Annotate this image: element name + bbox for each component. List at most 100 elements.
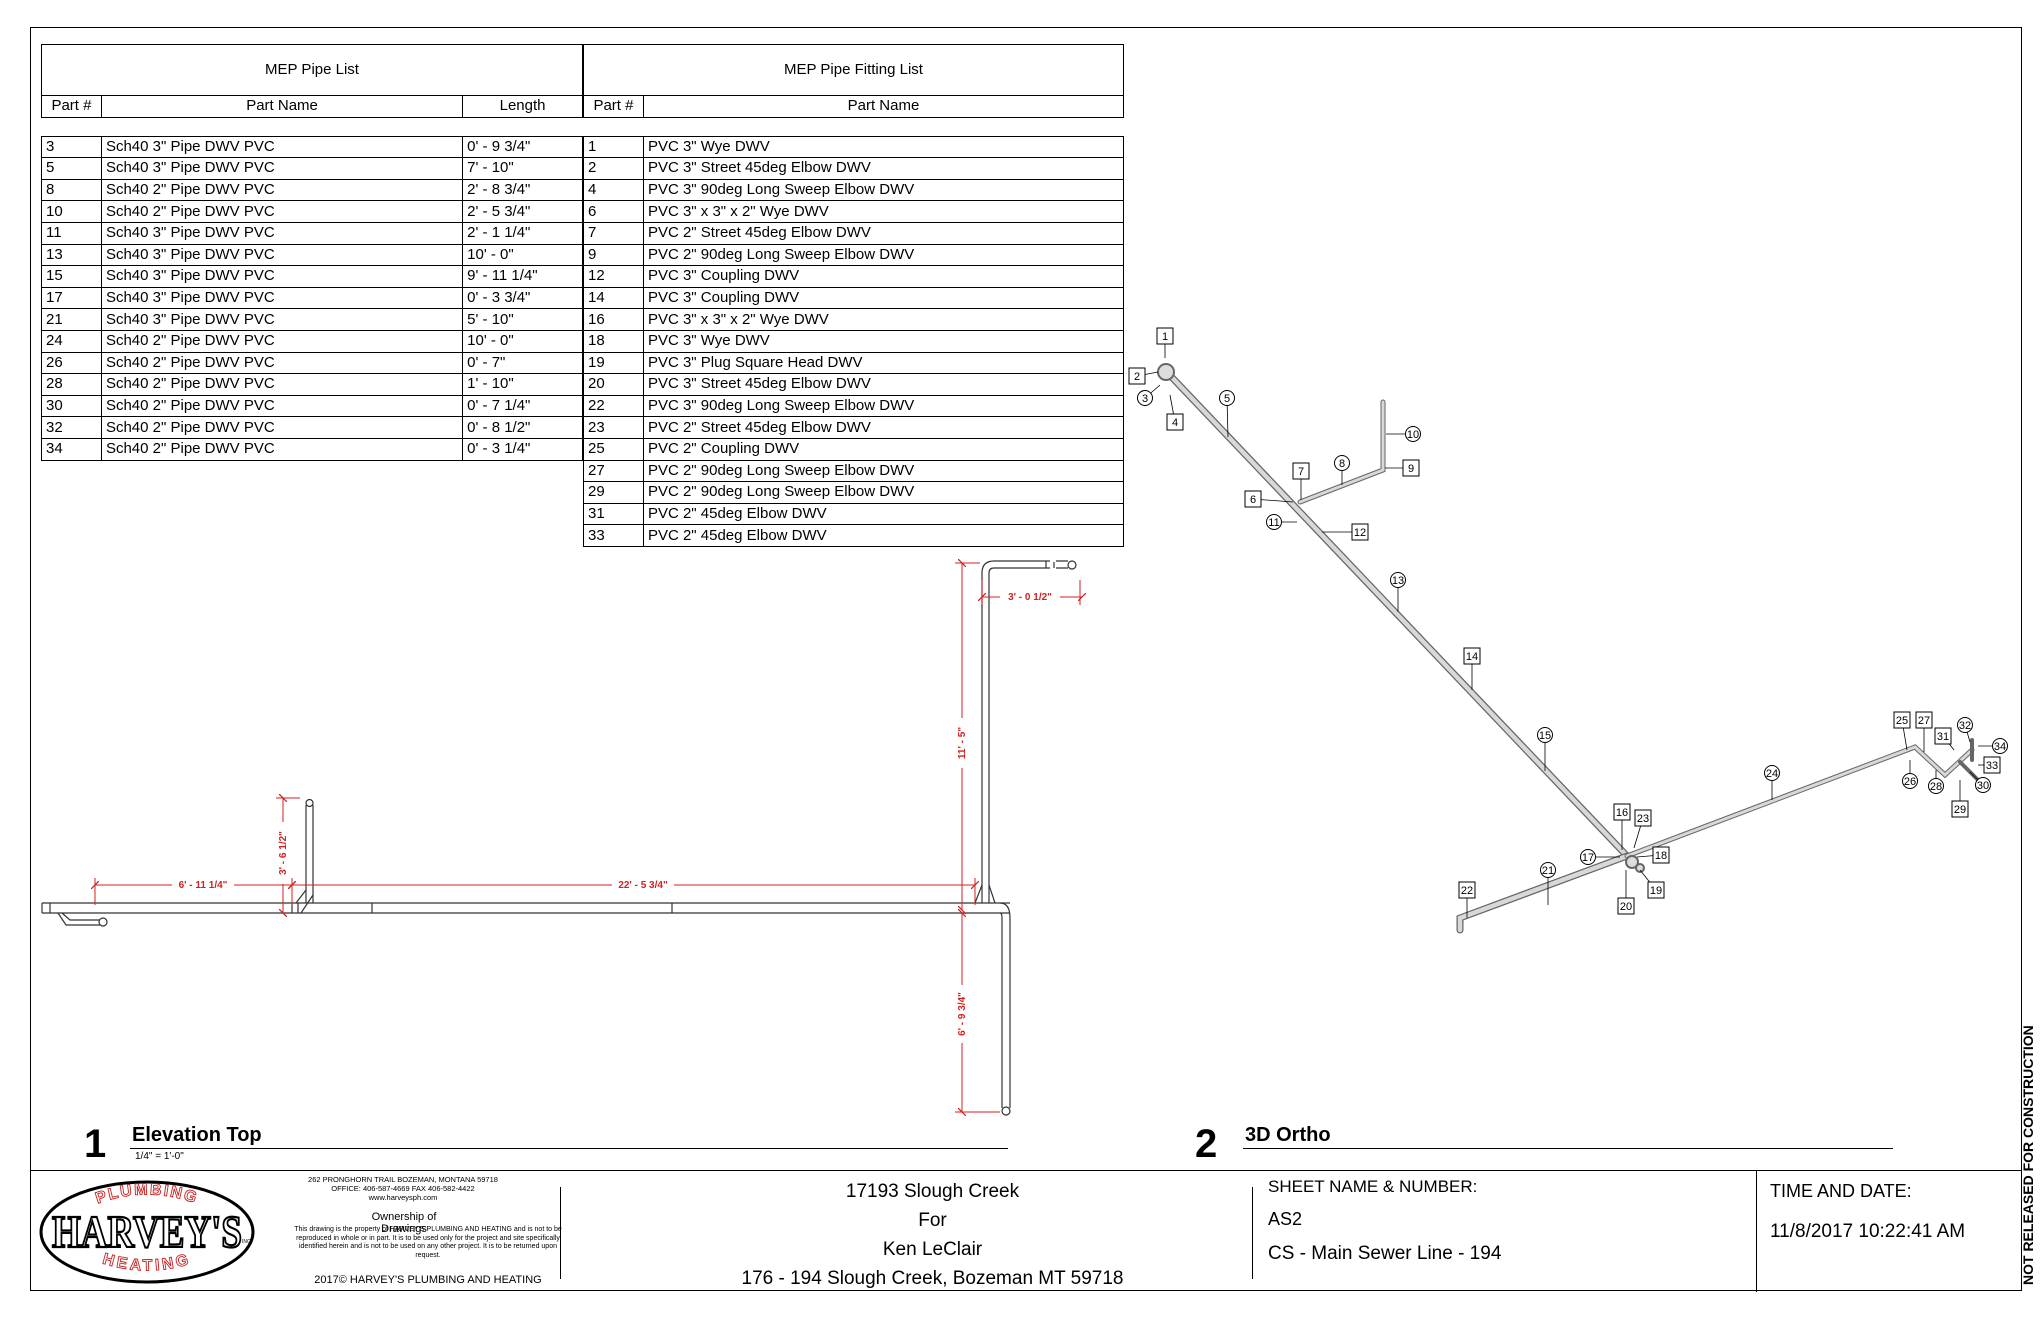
dim-6ft-9-three-quarter: 6' - 9 3/4" — [957, 992, 968, 1036]
part-tag-number: 13 — [1392, 575, 1404, 587]
table-cell: Sch40 3" Pipe DWV PVC — [100, 286, 464, 310]
dim-6ft-11-quarter: 6' - 11 1/4" — [179, 880, 228, 891]
table-cell: PVC 3" x 3" x 2" Wye DWV — [642, 200, 1125, 223]
part-tag-number: 34 — [1994, 741, 2006, 753]
mep-pipe-fitting-list-table: MEP Pipe Fitting List Part # Part Name 1… — [583, 44, 1125, 547]
table-cell: 7 — [583, 221, 644, 245]
svg-text:INC.: INC. — [242, 1239, 252, 1245]
company-address: 262 PRONGHORN TRAIL BOZEMAN, MONTANA 597… — [308, 1175, 498, 1184]
elevation-pipes — [41, 560, 1077, 1116]
part-tag-circle — [1219, 390, 1235, 406]
part-tag-circle — [1405, 426, 1421, 442]
part-tag-number: 7 — [1298, 466, 1304, 478]
part-tag-number: 23 — [1637, 813, 1649, 825]
part-tag-square — [1463, 647, 1481, 665]
table-cell: PVC 3" 90deg Long Sweep Elbow DWV — [642, 394, 1125, 418]
part-tag-number: 16 — [1616, 807, 1628, 819]
ownership-text: This drawing is the property of HARVEY'S… — [294, 1226, 562, 1259]
part-tag-square — [1166, 413, 1184, 431]
svg-text:HARVEY'S: HARVEY'S — [52, 1206, 242, 1257]
part-tag-square — [1156, 327, 1174, 345]
part-tag-circle — [1537, 727, 1553, 743]
title-block-divider-2 — [1252, 1187, 1253, 1279]
part-tag-number: 4 — [1172, 417, 1178, 429]
dim-3ft-0-half: 3' - 0 1/2" — [1008, 592, 1052, 603]
table-cell: 5' - 10" — [462, 308, 583, 331]
table-cell: Sch40 3" Pipe DWV PVC — [100, 221, 464, 245]
table-cell: Sch40 2" Pipe DWV PVC — [100, 416, 464, 439]
table-cell: PVC 3" 90deg Long Sweep Elbow DWV — [642, 178, 1125, 202]
part-tag-square — [1458, 881, 1476, 899]
table-cell: PVC 2" 45deg Elbow DWV — [642, 524, 1125, 547]
part-tag-circle — [1764, 765, 1780, 781]
harveys-logo: PLUMBING HARVEY'S INC. HEATING — [39, 1180, 255, 1284]
table-cell: Sch40 3" Pipe DWV PVC — [100, 243, 464, 267]
company-website: www.harveysph.com — [368, 1193, 438, 1202]
part-tag-circle — [1928, 778, 1944, 794]
title-block-divider-3 — [1756, 1171, 1757, 1292]
part-tag-number: 6 — [1250, 494, 1256, 506]
part-tag-circle — [1390, 572, 1406, 588]
sheet-name-label: SHEET NAME & NUMBER: — [1268, 1177, 1478, 1196]
fitting-list-title: MEP Pipe Fitting List — [583, 44, 1124, 96]
project-name: 17193 Slough Creek — [845, 1181, 1020, 1202]
table-cell: 10 — [41, 200, 102, 223]
table-cell: 31 — [583, 502, 644, 526]
part-tag-number: 28 — [1930, 781, 1942, 793]
time-date-value: 11/8/2017 10:22:41 AM — [1770, 1221, 1966, 1242]
table-cell: Sch40 3" Pipe DWV PVC — [100, 265, 464, 288]
table-cell: Sch40 2" Pipe DWV PVC — [100, 200, 464, 223]
part-tag-number: 22 — [1461, 885, 1473, 897]
table-cell: PVC 2" Street 45deg Elbow DWV — [642, 221, 1125, 245]
pipe-col-part-number: Part # — [41, 95, 102, 118]
part-tag-number: 32 — [1959, 720, 1971, 732]
table-cell: 2' - 1 1/4" — [462, 221, 583, 245]
view-1-number: 1 — [84, 1122, 107, 1166]
table-cell: 10' - 0" — [462, 329, 583, 353]
part-tag-number: 9 — [1408, 463, 1414, 475]
part-tag-number: 5 — [1224, 393, 1230, 405]
table-cell: Sch40 2" Pipe DWV PVC — [100, 394, 464, 418]
ortho-leader-lines — [1136, 336, 2000, 918]
elevation-dimension-labels: 6' - 11 1/4" 22' - 5 3/4" 3' - 6 1/2" 11… — [172, 590, 1060, 1043]
table-cell: PVC 2" Coupling DWV — [642, 437, 1125, 461]
part-tag-square — [1244, 490, 1262, 508]
dim-11ft-5: 11' - 5" — [957, 727, 968, 759]
part-tag-number: 25 — [1896, 715, 1908, 727]
table-cell: 19 — [583, 351, 644, 375]
table-cell: PVC 3" Wye DWV — [642, 135, 1125, 159]
table-cell: 11 — [41, 221, 102, 245]
part-tag-number: 18 — [1655, 850, 1667, 862]
table-cell: PVC 2" 45deg Elbow DWV — [642, 502, 1125, 526]
view-2-title: 3D Ortho — [1245, 1124, 1331, 1146]
part-tag-number: 33 — [1986, 760, 1998, 772]
part-tag-circle — [1957, 717, 1973, 733]
part-tag-number: 27 — [1918, 715, 1930, 727]
table-cell: 1 — [583, 135, 644, 159]
part-tag-number: 11 — [1268, 517, 1279, 529]
not-released-note: NOT RELEASED FOR CONSTRUCTION — [2020, 1025, 2036, 1285]
part-tag-square — [1351, 523, 1369, 541]
part-tag-number: 1 — [1162, 331, 1168, 343]
table-cell: 12 — [583, 265, 644, 288]
table-cell: Sch40 2" Pipe DWV PVC — [100, 178, 464, 202]
part-tag-square — [1647, 881, 1665, 899]
title-block-divider-1 — [560, 1187, 561, 1279]
table-cell: 5 — [41, 157, 102, 180]
part-tag-square — [1934, 727, 1952, 745]
